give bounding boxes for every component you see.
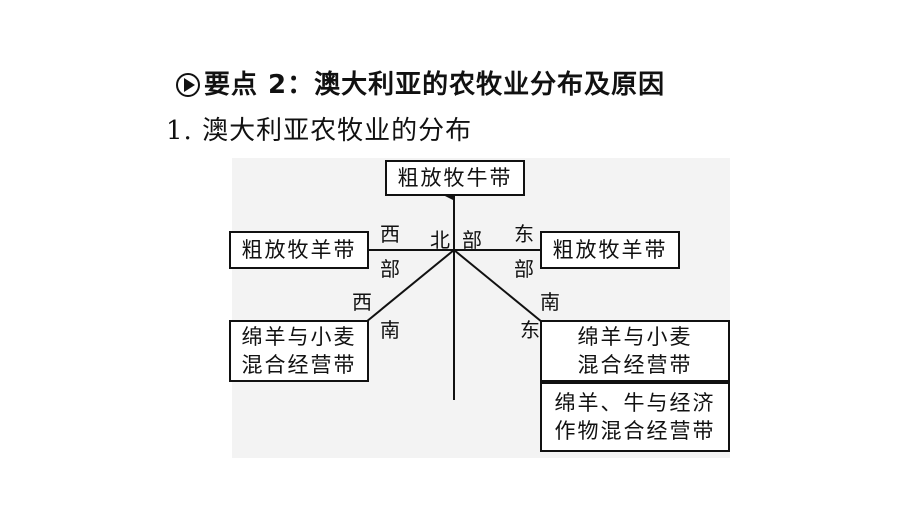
box-west-text: 粗放牧羊带	[241, 238, 357, 262]
label-east-2: 部	[514, 257, 534, 281]
label-southwest-1: 西	[352, 290, 372, 314]
box-north-cattle-belt: 粗放牧牛带	[385, 160, 525, 196]
box-southeast-mixed-belt: 绵羊与小麦 混合经营带	[540, 320, 730, 382]
box-southwest-mixed-belt: 绵羊与小麦 混合经营带	[229, 320, 369, 382]
southwest-connector	[365, 249, 455, 323]
label-southeast-2: 东	[520, 318, 540, 342]
label-west-2: 部	[380, 257, 400, 281]
label-north-1: 北	[430, 228, 450, 252]
label-southeast-1: 南	[540, 290, 560, 314]
box-southeast-upper-text: 绵羊与小麦 混合经营带	[577, 325, 693, 377]
label-west-1: 西	[380, 222, 400, 246]
box-west-sheep-belt: 粗放牧羊带	[229, 231, 369, 269]
label-southwest-2: 南	[380, 318, 400, 342]
label-north-2: 部	[462, 228, 482, 252]
box-east-sheep-belt: 粗放牧羊带	[540, 231, 680, 269]
southeast-connector	[453, 249, 543, 323]
box-southeast-cash-crop-belt: 绵羊、牛与经济 作物混合经营带	[540, 382, 730, 452]
section-heading-text: 要点 2：澳大利亚的农牧业分布及原因	[204, 70, 666, 100]
box-north-text: 粗放牧牛带	[397, 166, 513, 190]
subheading: 1. 澳大利亚农牧业的分布	[166, 116, 473, 146]
label-east-1: 东	[514, 222, 534, 246]
box-southwest-text: 绵羊与小麦 混合经营带	[241, 325, 357, 377]
section-heading: 要点 2：澳大利亚的农牧业分布及原因	[176, 68, 665, 102]
circle-play-icon	[176, 73, 200, 97]
box-east-text: 粗放牧羊带	[552, 238, 668, 262]
box-southeast-lower-text: 绵羊、牛与经济 作物混合经营带	[554, 391, 716, 443]
